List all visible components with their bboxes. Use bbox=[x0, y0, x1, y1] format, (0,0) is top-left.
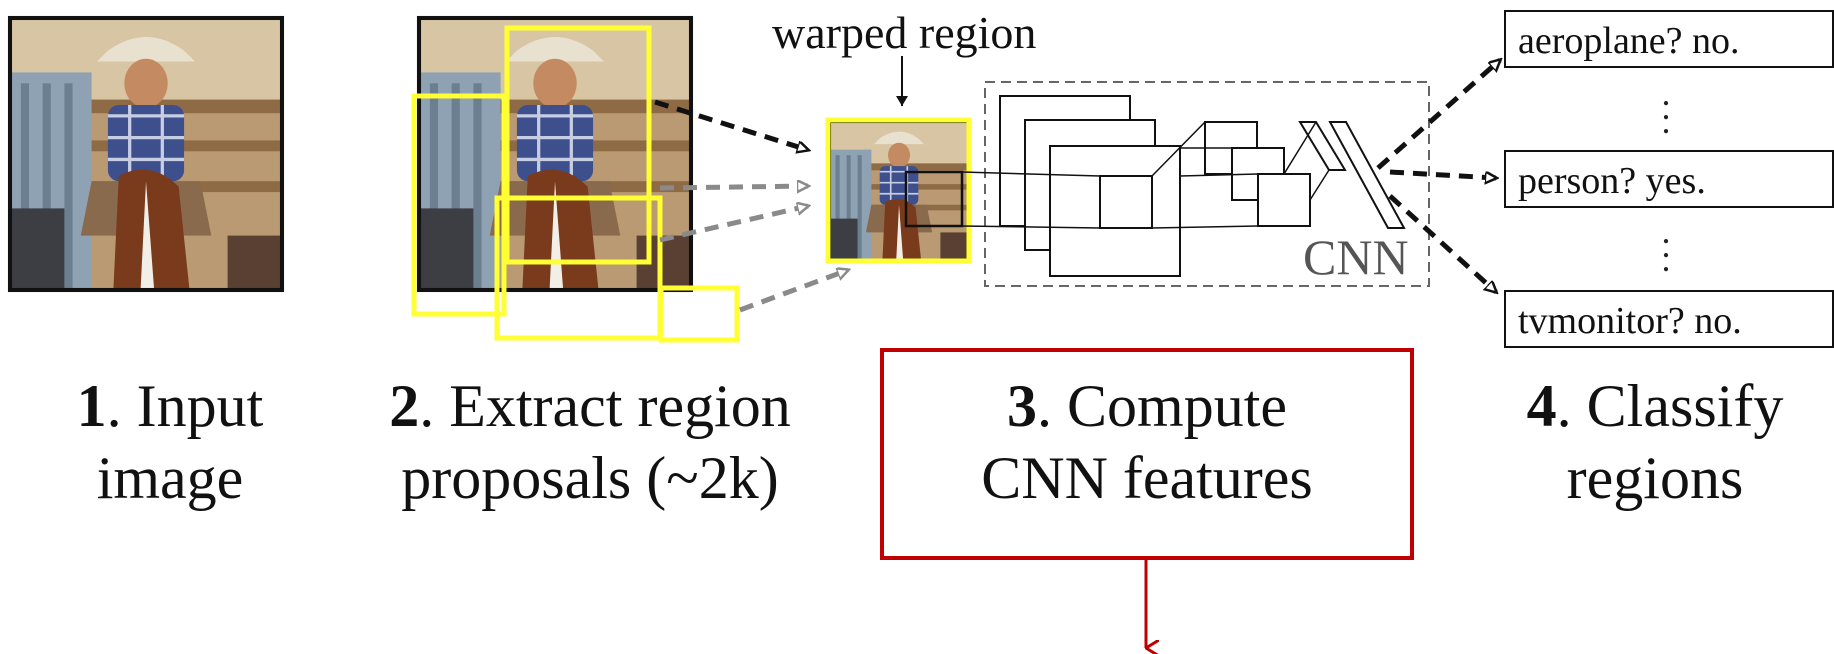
step-4-line1: 4. Classify bbox=[1480, 370, 1830, 442]
dashed-arrow-gray-2 bbox=[659, 206, 808, 243]
class-label-tvmonitor: tvmonitor? no. bbox=[1518, 300, 1742, 342]
classification-arrows bbox=[1376, 60, 1500, 292]
step-1-line1: 1. Input bbox=[30, 370, 310, 442]
class-box-aeroplane: aeroplane? no. bbox=[1504, 10, 1834, 68]
warped-region: warped region bbox=[772, 7, 1036, 264]
input-image bbox=[10, 18, 282, 290]
vertical-ellipsis-1: ... bbox=[1661, 73, 1671, 141]
arrow-to-aeroplane bbox=[1376, 60, 1500, 170]
receptive-field-box bbox=[904, 170, 964, 228]
cnn-fc-1 bbox=[1298, 121, 1347, 171]
cnn-kernel-1 bbox=[1099, 175, 1153, 229]
step-3-caption: 3. Compute CNN features bbox=[882, 370, 1412, 514]
step-4-title: . Classify bbox=[1556, 373, 1784, 439]
step-1-title: . Input bbox=[106, 373, 264, 439]
step-3-title: . Compute bbox=[1037, 373, 1287, 439]
dashed-arrow-dark bbox=[654, 99, 808, 150]
cnn-layer-6 bbox=[1257, 173, 1311, 227]
proposal-box-person bbox=[504, 25, 652, 265]
cnn-layer-3 bbox=[1049, 145, 1181, 277]
warped-region-border bbox=[825, 117, 972, 264]
step-4-line2: regions bbox=[1566, 445, 1744, 511]
step-4-number: 4 bbox=[1526, 373, 1557, 439]
step-3-number: 3 bbox=[1007, 373, 1037, 439]
proposal-box-small bbox=[658, 285, 740, 343]
class-box-person: person? yes. bbox=[1504, 150, 1834, 208]
warped-region-label: warped region bbox=[772, 7, 1036, 58]
vertical-ellipsis-2: ... bbox=[1661, 211, 1671, 279]
proposal-box-horse bbox=[494, 195, 663, 341]
cnn-dashed-frame bbox=[984, 81, 1430, 287]
arrow-to-tvmonitor bbox=[1388, 194, 1496, 292]
step-2-number: 2 bbox=[389, 373, 420, 439]
step-2-title: . Extract region bbox=[419, 373, 791, 439]
proposal-arrows bbox=[654, 99, 848, 313]
proposal-box-tall bbox=[411, 93, 507, 317]
cnn-projection-lines bbox=[961, 121, 1330, 229]
step-1-number: 1 bbox=[76, 373, 107, 439]
cnn-fc-2 bbox=[1328, 121, 1406, 229]
class-label-person: person? yes. bbox=[1518, 160, 1706, 202]
dashed-arrow-gray-3 bbox=[739, 270, 848, 313]
class-label-aeroplane: aeroplane? no. bbox=[1518, 20, 1740, 62]
step-2-caption: 2. Extract region proposals (~2k) bbox=[350, 370, 830, 514]
step-1-caption: 1. Input image bbox=[30, 370, 310, 514]
dashed-arrow-gray-1 bbox=[659, 186, 808, 188]
cnn-block: CNN bbox=[961, 81, 1430, 287]
step-2-line2: proposals (~2k) bbox=[401, 445, 779, 511]
step-1-line2: image bbox=[96, 445, 244, 511]
cnn-label: CNN bbox=[1303, 229, 1409, 285]
step-3-line1: 3. Compute bbox=[882, 370, 1412, 442]
arrow-to-person bbox=[1389, 169, 1496, 178]
step-3-line2: CNN features bbox=[981, 445, 1313, 511]
region-proposals-image bbox=[411, 18, 740, 343]
step-4-caption: 4. Classify regions bbox=[1480, 370, 1830, 514]
step-2-line1: 2. Extract region bbox=[350, 370, 830, 442]
class-box-tvmonitor: tvmonitor? no. bbox=[1504, 290, 1834, 348]
